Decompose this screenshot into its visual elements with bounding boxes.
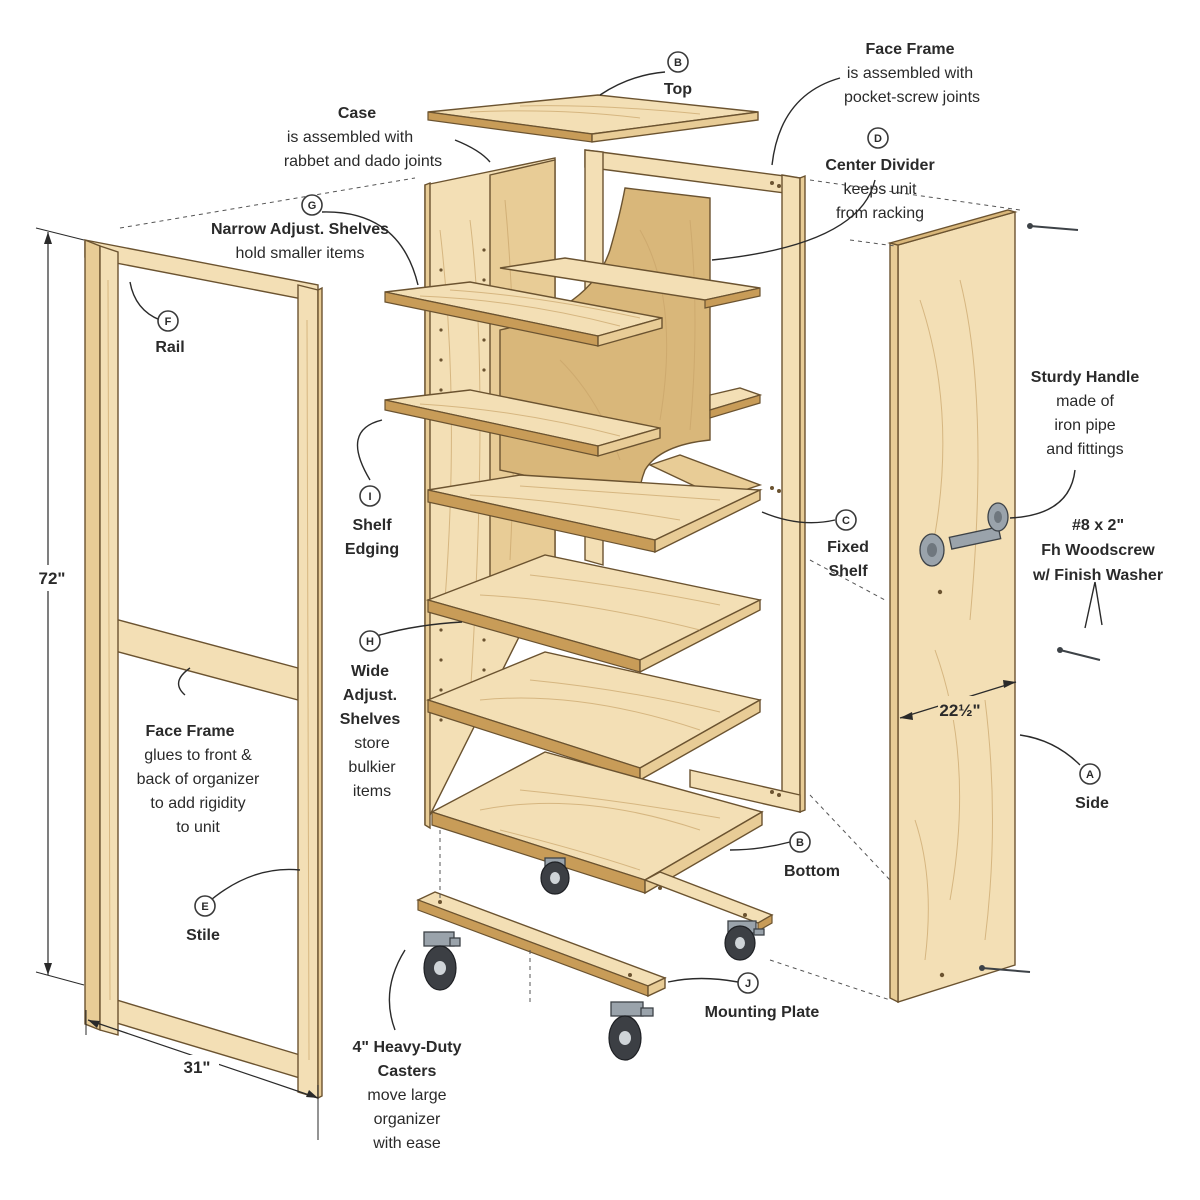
label-narrow-shelves-title: Narrow Adjust. Shelves <box>211 221 389 238</box>
badge-stile: E <box>201 901 208 913</box>
label-casters-line1: Casters <box>378 1063 437 1080</box>
label-casters-line2: move large <box>367 1087 446 1104</box>
label-narrow-shelves-line1: hold smaller items <box>236 245 365 262</box>
labels: Top Face Frame is assembled with pocket-… <box>137 41 1163 1152</box>
badge-wide-shelves: H <box>366 636 374 648</box>
label-face-frame-top-line1: is assembled with <box>847 65 973 82</box>
label-center-divider-line2: from racking <box>836 205 924 222</box>
label-casters-line3: organizer <box>374 1111 441 1128</box>
label-wide-shelves-line0: Wide <box>351 663 389 680</box>
label-face-frame-side-line3: to add rigidity <box>150 795 245 812</box>
label-face-frame-side-line2: back of organizer <box>137 771 260 788</box>
label-handle-title: Sturdy Handle <box>1031 369 1140 386</box>
label-face-frame-side-line4: to unit <box>176 819 220 836</box>
side-panel-right <box>887 209 1018 1004</box>
label-woodscrew-line1: Fh Woodscrew <box>1041 542 1155 559</box>
label-fixed-shelf-line1: Shelf <box>828 563 868 580</box>
label-wide-shelves-line4: bulkier <box>348 759 396 776</box>
label-center-divider-line1: keeps unit <box>844 181 917 198</box>
mounting-plates <box>416 871 774 998</box>
label-bottom: Bottom <box>784 863 840 880</box>
label-face-frame-top-line2: pocket-screw joints <box>844 89 980 106</box>
narrow-shelves <box>384 257 763 457</box>
leader-lines <box>129 71 1103 1031</box>
casters <box>423 857 765 1061</box>
height-dimension: 72" <box>39 569 66 588</box>
alignment-lines <box>119 177 1021 1005</box>
label-stile: Stile <box>186 927 220 944</box>
label-rail: Rail <box>155 339 184 356</box>
label-face-frame-side-line1: glues to front & <box>144 747 252 764</box>
label-handle-line2: iron pipe <box>1054 417 1115 434</box>
badge-shelf-edging: I <box>368 491 371 503</box>
label-wide-shelves-line5: items <box>353 783 391 800</box>
label-face-frame-top-title: Face Frame <box>866 41 955 58</box>
label-wide-shelves-line3: store <box>354 735 390 752</box>
label-top: Top <box>664 81 692 98</box>
wide-shelves <box>425 554 763 782</box>
badge-top: B <box>674 57 682 69</box>
sturdy-handle <box>919 502 1009 567</box>
label-side: Side <box>1075 795 1109 812</box>
label-shelf-edging-line1: Edging <box>345 541 399 558</box>
middle-rail <box>99 614 299 701</box>
dimension-lines-right: 22½" <box>899 680 1017 720</box>
face-frame-left <box>84 238 323 1100</box>
label-wide-shelves-line2: Shelves <box>340 711 401 728</box>
label-fixed-shelf-line0: Fixed <box>827 539 869 556</box>
badge-narrow-shelves: G <box>308 200 317 212</box>
label-casters-line4: with ease <box>372 1135 441 1152</box>
badge-center-divider: D <box>874 133 882 145</box>
width-dimension: 31" <box>184 1058 211 1077</box>
label-face-frame-side-title: Face Frame <box>146 723 235 740</box>
dimension-lines-left: 72" 31" <box>28 227 319 1140</box>
label-woodscrew-line0: #8 x 2" <box>1072 517 1124 534</box>
label-mounting-plate: Mounting Plate <box>705 1004 820 1021</box>
right-stile-edge <box>317 286 323 1100</box>
label-handle-line3: and fittings <box>1046 441 1123 458</box>
badges: B D G F I C H A B E J <box>157 51 1101 994</box>
left-stile-edge <box>84 238 101 1032</box>
depth-dimension: 22½" <box>939 701 980 720</box>
screws <box>979 223 1101 973</box>
bottom-panel <box>430 751 764 895</box>
top-panel <box>427 94 759 143</box>
label-shelf-edging-line0: Shelf <box>352 517 392 534</box>
label-wide-shelves-line1: Adjust. <box>343 687 397 704</box>
badge-rail: F <box>165 316 172 328</box>
badge-fixed-shelf: C <box>842 515 850 527</box>
fixed-shelf <box>427 454 763 554</box>
label-center-divider-title: Center Divider <box>825 157 934 174</box>
badge-bottom: B <box>796 837 804 849</box>
label-handle-line1: made of <box>1056 393 1114 410</box>
label-casters-line0: 4" Heavy-Duty <box>353 1039 462 1056</box>
label-case-line2: rabbet and dado joints <box>284 153 442 170</box>
label-case-title: Case <box>338 105 376 122</box>
badge-mounting-plate: J <box>745 978 751 990</box>
label-woodscrew-line2: w/ Finish Washer <box>1032 567 1163 584</box>
badge-side: A <box>1086 769 1094 781</box>
label-case-line1: is assembled with <box>287 129 413 146</box>
